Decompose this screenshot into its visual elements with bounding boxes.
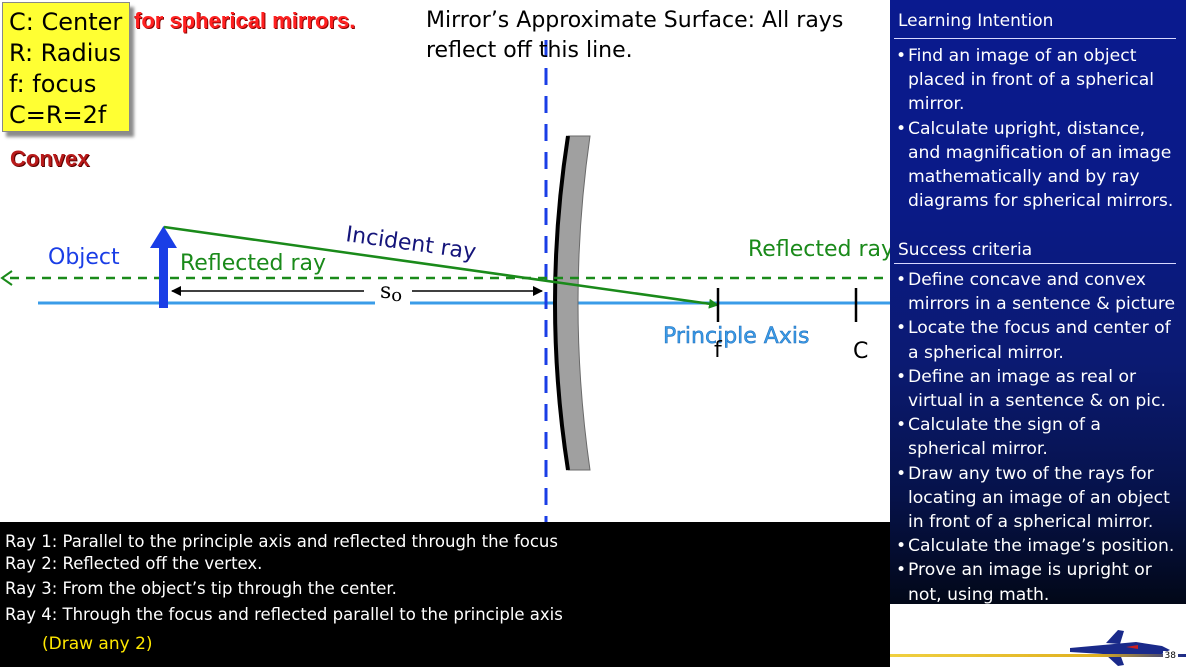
learning-intention-list: Find an image of an object placed in fro… bbox=[896, 44, 1182, 213]
success-item: Calculate the sign of a spherical mirror… bbox=[896, 413, 1182, 461]
ray-1-text: Ray 1: Parallel to the principle axis an… bbox=[5, 532, 558, 551]
jet-logo bbox=[1070, 630, 1170, 666]
success-criteria-list: Define concave and convex mirrors in a s… bbox=[896, 268, 1182, 607]
success-heading-rule bbox=[894, 263, 1176, 264]
page-number: 38 bbox=[1162, 651, 1178, 661]
focus-label: f bbox=[714, 338, 723, 363]
success-item: Define concave and convex mirrors in a s… bbox=[896, 268, 1182, 316]
distance-label-main: s bbox=[380, 279, 391, 304]
success-item: Define an image as real or virtual in a … bbox=[896, 365, 1182, 413]
objectives-panel: Learning Intention Find an image of an o… bbox=[890, 0, 1186, 607]
legend-line-focus: f: focus bbox=[9, 70, 97, 98]
success-criteria-heading: Success criteria bbox=[898, 240, 1033, 260]
success-item: Draw any two of the rays for locating an… bbox=[896, 462, 1182, 535]
slide-footer: 38 bbox=[890, 604, 1186, 667]
distance-label: so bbox=[380, 279, 402, 306]
convex-mirror-surface bbox=[553, 135, 570, 471]
legend-line-relation: C=R=2f bbox=[9, 101, 107, 129]
object-label: Object bbox=[48, 245, 120, 270]
ray-3-text: Ray 3: From the object’s tip through the… bbox=[5, 579, 397, 598]
incident-ray-label: Incident ray bbox=[344, 222, 477, 265]
mirror-surface-note: Mirror’s Approximate Surface: All rays r… bbox=[426, 8, 844, 63]
title-fragment: for spherical mirrors. bbox=[134, 8, 356, 33]
principle-axis-label: Principle Axis bbox=[663, 324, 809, 349]
learning-item: Calculate upright, distance, and magnifi… bbox=[896, 117, 1182, 214]
legend-box: C: Center R: Radius f: focus C=R=2f bbox=[2, 2, 130, 132]
legend-line-center: C: Center bbox=[9, 8, 123, 36]
reflected-ray-label-left: Reflected ray bbox=[180, 251, 326, 276]
rays-panel bbox=[0, 522, 890, 667]
mirror-type-label: Convex bbox=[10, 146, 90, 171]
footer-gold-line bbox=[890, 654, 1186, 657]
object-arrow-shaft bbox=[159, 244, 168, 308]
reflected-ray-label-right: Reflected ray bbox=[748, 237, 894, 262]
object-arrow-head bbox=[150, 226, 177, 248]
learning-item: Find an image of an object placed in fro… bbox=[896, 44, 1182, 117]
ray-2-text: Ray 2: Reflected off the vertex. bbox=[5, 554, 263, 573]
success-item: Calculate the image’s position. bbox=[896, 534, 1182, 558]
incident-ray bbox=[163, 225, 719, 309]
learning-intention-heading: Learning Intention bbox=[898, 11, 1054, 31]
reflected-ray-arrowhead bbox=[0, 270, 13, 286]
draw-any-note: (Draw any 2) bbox=[42, 634, 153, 654]
success-item: Locate the focus and center of a spheric… bbox=[896, 316, 1182, 364]
legend-line-radius: R: Radius bbox=[9, 39, 122, 67]
learning-heading-rule bbox=[894, 38, 1176, 39]
success-item: Prove an image is upright or not, using … bbox=[896, 558, 1182, 606]
distance-label-subscript: o bbox=[391, 285, 402, 306]
center-label: C bbox=[853, 339, 868, 364]
ray-4-text: Ray 4: Through the focus and reflected p… bbox=[5, 605, 563, 624]
